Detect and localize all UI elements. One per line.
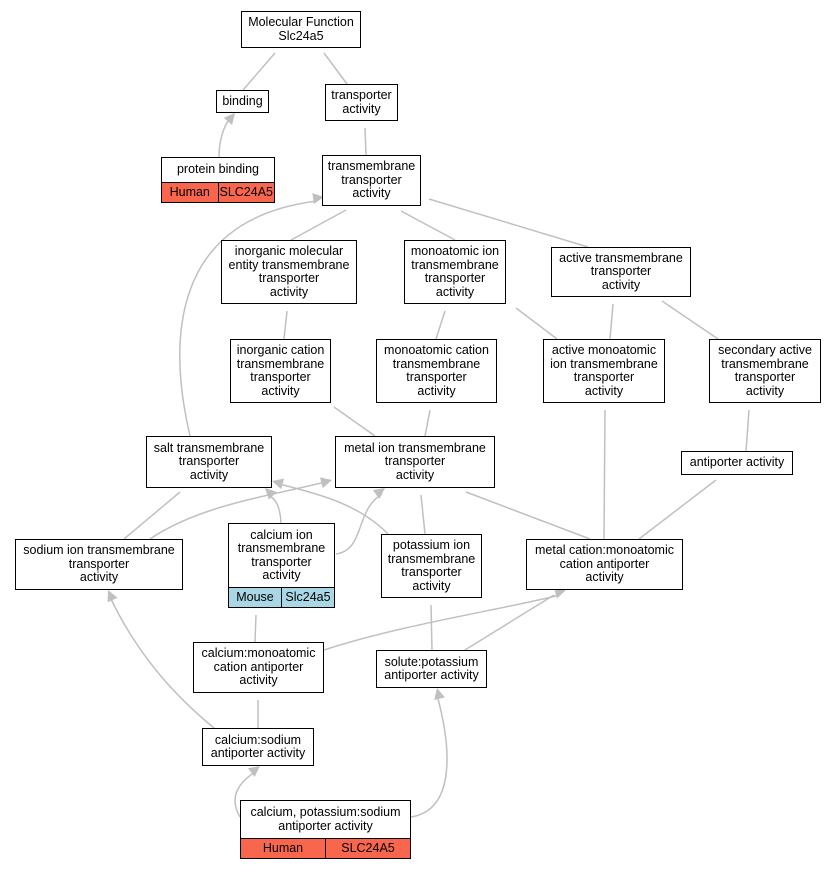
node-inorganic-cation[interactable]: inorganic cation transmembrane transport… [230, 339, 331, 403]
arrowhead-protein-binding [223, 113, 235, 125]
edge-calcium-ion-1 [267, 494, 282, 524]
node-calcium-monoatomic-antiporter[interactable]: calcium:monoatomic cation antiporter act… [193, 642, 324, 693]
edge-metal-ion-1 [333, 406, 376, 437]
node-solute-potassium-antiporter[interactable]: solute:potassium antiporter activity [376, 650, 487, 688]
edge-protein-binding [218, 117, 231, 158]
species-badge: Mouse [229, 588, 281, 607]
edge-solute-potassium-2 [464, 594, 555, 651]
annotation-row: Human SLC24A5 [162, 182, 274, 202]
edge-binding [242, 52, 276, 91]
node-label: calcium, potassium:sodium antiporter act… [250, 805, 401, 833]
node-label: sodium ion transmembrane transporter act… [23, 543, 175, 585]
node-protein-binding[interactable]: protein binding Human SLC24A5 [161, 157, 275, 203]
edge-tm-transporter [364, 127, 367, 156]
node-potassium-ion-transmembrane[interactable]: potassium ion transmembrane transporter … [381, 534, 482, 598]
node-active-transmembrane[interactable]: active transmembrane transporter activit… [551, 247, 691, 297]
node-inorganic-molecular-entity[interactable]: inorganic molecular entity transmembrane… [221, 240, 357, 304]
node-transmembrane-transporter-activity[interactable]: transmembrane transporter activity [322, 155, 421, 206]
edge-salt-tm [179, 200, 318, 437]
node-label: inorganic cation transmembrane transport… [236, 343, 325, 398]
node-label: transporter activity [331, 88, 392, 116]
node-salt-transmembrane[interactable]: salt transmembrane transporter activity [146, 436, 272, 488]
species-badge: Human [241, 839, 325, 858]
edge-monoatomic-cation [435, 310, 446, 340]
edge-transporter [323, 52, 348, 85]
arrowhead-cps-1 [247, 766, 260, 778]
node-label: protein binding [176, 162, 259, 177]
node-molecular-function[interactable]: Molecular Function Slc24a5 [241, 11, 361, 48]
node-label: Molecular Function Slc24a5 [248, 15, 354, 43]
edge-calcium-sodium-1 [109, 596, 215, 729]
edge-cps-2 [410, 694, 448, 818]
arrowhead-cps-2 [434, 688, 445, 700]
gene-badge: SLC24A5 [325, 839, 410, 858]
edge-sodium-ion-1 [123, 491, 181, 540]
edge-secondary-active [661, 300, 719, 340]
edge-metal-cation-3 [638, 479, 717, 540]
edge-inorg-mol [290, 209, 347, 241]
arrowhead-calcium-sodium-1 [107, 590, 118, 603]
node-transporter-activity[interactable]: transporter activity [325, 84, 398, 121]
edge-active-tm [428, 198, 589, 248]
node-label: metal ion transmembrane transporter acti… [344, 440, 486, 482]
edge-metal-cation-1 [603, 409, 606, 540]
arrowhead-calcium-monoatomic-2 [553, 587, 566, 599]
node-label: salt transmembrane transporter activity [153, 440, 265, 482]
node-metal-ion-transmembrane[interactable]: metal ion transmembrane transporter acti… [335, 436, 495, 488]
edge-inorg-cation [283, 310, 288, 340]
node-label: calcium:monoatomic cation antiporter act… [201, 646, 316, 688]
edge-active-monoatomic-2 [609, 303, 614, 340]
node-label: active transmembrane transporter activit… [559, 250, 683, 292]
node-label: calcium ion transmembrane transporter ac… [237, 527, 326, 582]
node-monoatomic-ion[interactable]: monoatomic ion transmembrane transporter… [404, 240, 506, 304]
node-sodium-ion-transmembrane[interactable]: sodium ion transmembrane transporter act… [15, 539, 183, 590]
node-label: monoatomic ion transmembrane transporter… [410, 244, 500, 299]
edge-potassium-ion-2 [420, 494, 426, 535]
node-secondary-active[interactable]: secondary active transmembrane transport… [709, 339, 821, 403]
node-binding[interactable]: binding [216, 90, 269, 113]
node-label: inorganic molecular entity transmembrane… [228, 244, 350, 299]
arrowhead-sodium-ion-2 [319, 477, 332, 489]
node-label: binding [222, 93, 263, 108]
node-calcium-ion-transmembrane[interactable]: calcium ion transmembrane transporter ac… [228, 523, 335, 608]
edge-cps-1 [234, 771, 256, 818]
node-label: calcium:sodium antiporter activity [210, 732, 306, 760]
edge-calcium-monoatomic-2 [323, 594, 561, 651]
edge-potassium-ion-1 [278, 483, 389, 535]
edge-sodium-ion-2 [149, 481, 326, 540]
annotation-row: Mouse Slc24a5 [229, 587, 334, 607]
node-label: metal cation:monoatomic cation antiporte… [535, 543, 674, 585]
arrowhead-salt-tm [312, 193, 324, 205]
edge-metal-cation-2 [465, 491, 591, 540]
node-label: secondary active transmembrane transport… [718, 343, 812, 398]
node-calcium-sodium-antiporter[interactable]: calcium:sodium antiporter activity [202, 728, 314, 766]
gene-badge: SLC24A5 [217, 183, 274, 202]
species-badge: Human [162, 183, 218, 202]
node-label: transmembrane transporter activity [327, 159, 416, 201]
edge-active-monoatomic-1 [515, 307, 558, 340]
node-label: solute:potassium antiporter activity [384, 654, 479, 682]
edge-calcium-monoatomic-1 [254, 614, 257, 643]
gene-badge: Slc24a5 [281, 588, 334, 607]
arrowhead-calcium-ion-2 [372, 488, 385, 499]
edge-solute-potassium-1 [430, 604, 433, 651]
node-monoatomic-cation[interactable]: monoatomic cation transmembrane transpor… [376, 339, 497, 403]
node-label: monoatomic cation transmembrane transpor… [384, 343, 489, 398]
edge-monoatomic-ion [400, 210, 456, 241]
arrowhead-calcium-ion-1 [265, 488, 277, 500]
edge-calcium-ion-2 [335, 493, 383, 555]
node-label: active monoatomic ion transmembrane tran… [550, 343, 658, 398]
node-label: potassium ion transmembrane transporter … [387, 538, 476, 593]
node-calcium-potassium-sodium-antiporter[interactable]: calcium, potassium:sodium antiporter act… [240, 800, 411, 859]
annotation-row: Human SLC24A5 [241, 838, 410, 858]
edge-metal-ion-2 [424, 409, 431, 437]
node-metal-cation-antiporter[interactable]: metal cation:monoatomic cation antiporte… [526, 539, 683, 590]
node-active-monoatomic-ion[interactable]: active monoatomic ion transmembrane tran… [543, 339, 665, 403]
edge-antiporter [745, 409, 750, 452]
node-label: antiporter activity [689, 455, 785, 470]
node-antiporter-activity[interactable]: antiporter activity [681, 451, 793, 475]
arrowhead-potassium-ion-1 [272, 478, 285, 490]
